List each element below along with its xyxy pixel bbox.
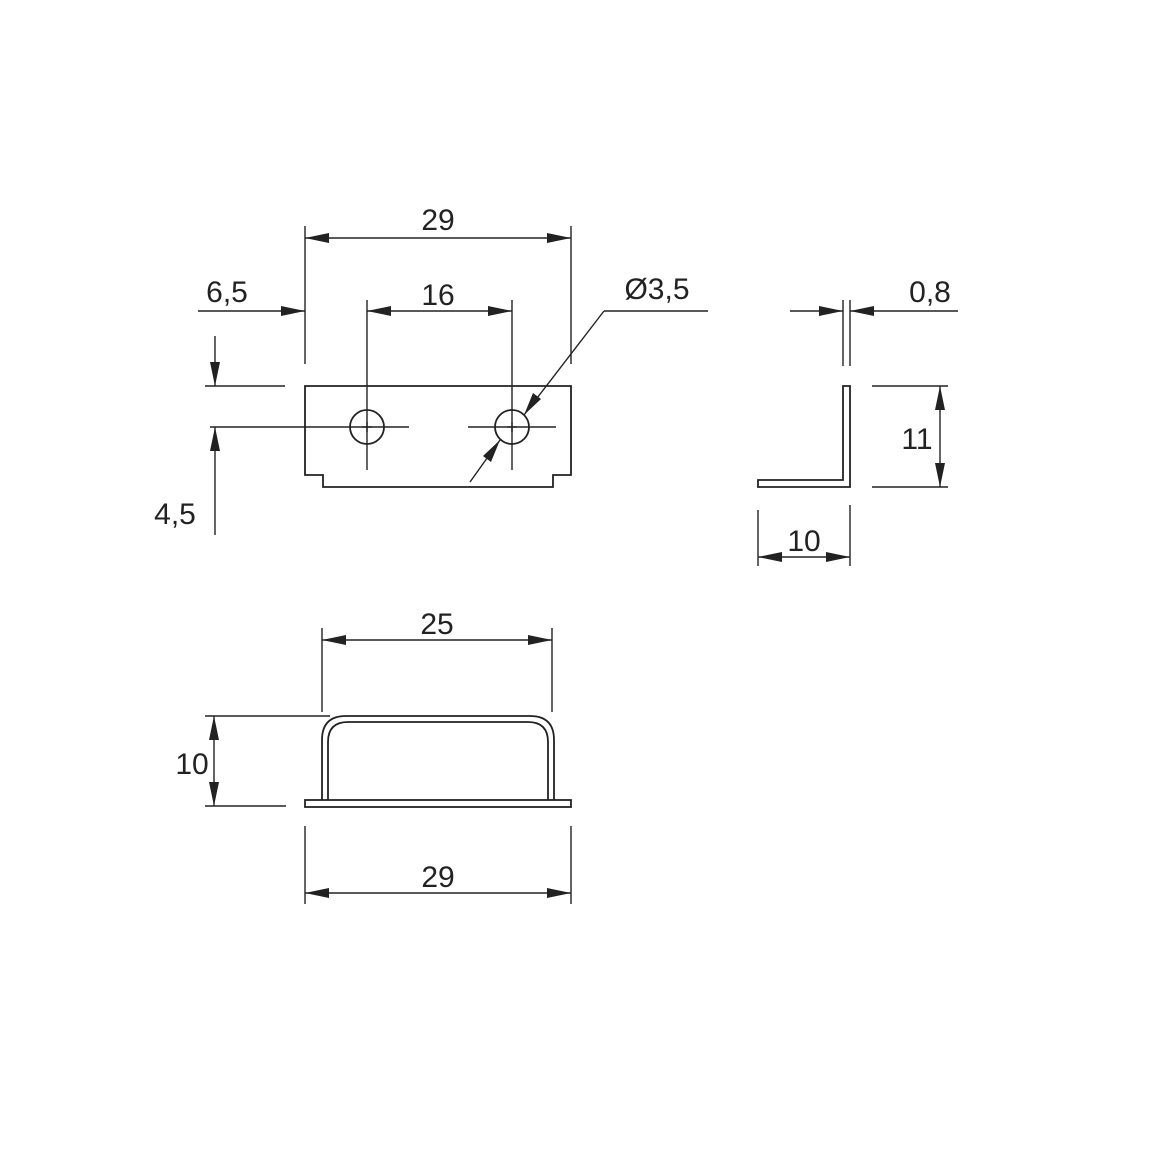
dim-side-height-label: 11: [901, 423, 932, 456]
extension-lines: [205, 226, 572, 387]
dim-top-width: 29: [305, 204, 571, 243]
dim-hole-height: 4,5: [154, 336, 220, 535]
dim-front-height-label: 10: [175, 748, 208, 781]
dim-hole-diameter-label: Ø3,5: [624, 273, 689, 306]
front-view: 25 10 29: [175, 608, 572, 904]
dim-side-height: 11: [872, 385, 948, 488]
top-view: 29 6,5 16 Ø3,5 4,5: [154, 204, 708, 535]
dim-front-height: 10: [175, 715, 330, 807]
dim-base-top-width: 25: [321, 608, 553, 712]
dim-side-depth-label: 10: [787, 525, 820, 558]
dim-left-offset: 6,5: [198, 276, 512, 316]
dim-front-width: 29: [304, 826, 572, 904]
dim-left-offset-label: 6,5: [206, 276, 248, 309]
center-lines: [210, 300, 556, 470]
side-view: 0,8 11 10: [757, 276, 958, 566]
dim-thickness-label: 0,8: [909, 276, 951, 309]
dim-base-top-width-label: 25: [420, 608, 453, 641]
dim-hole-spacing-label: 16: [421, 279, 454, 312]
dim-thickness: 0,8: [790, 276, 958, 366]
bracket-profile: [757, 385, 851, 488]
base-plate: [304, 799, 572, 808]
dim-side-depth: 10: [757, 505, 851, 566]
dim-top-width-label: 29: [421, 204, 454, 237]
tab-inner-edge: [327, 721, 549, 800]
dim-hole-diameter: Ø3,5: [469, 273, 708, 483]
dim-front-width-label: 29: [421, 861, 454, 894]
plate-outline: [304, 385, 572, 488]
dim-hole-height-label: 4,5: [154, 498, 196, 531]
raised-tab: [321, 715, 555, 800]
